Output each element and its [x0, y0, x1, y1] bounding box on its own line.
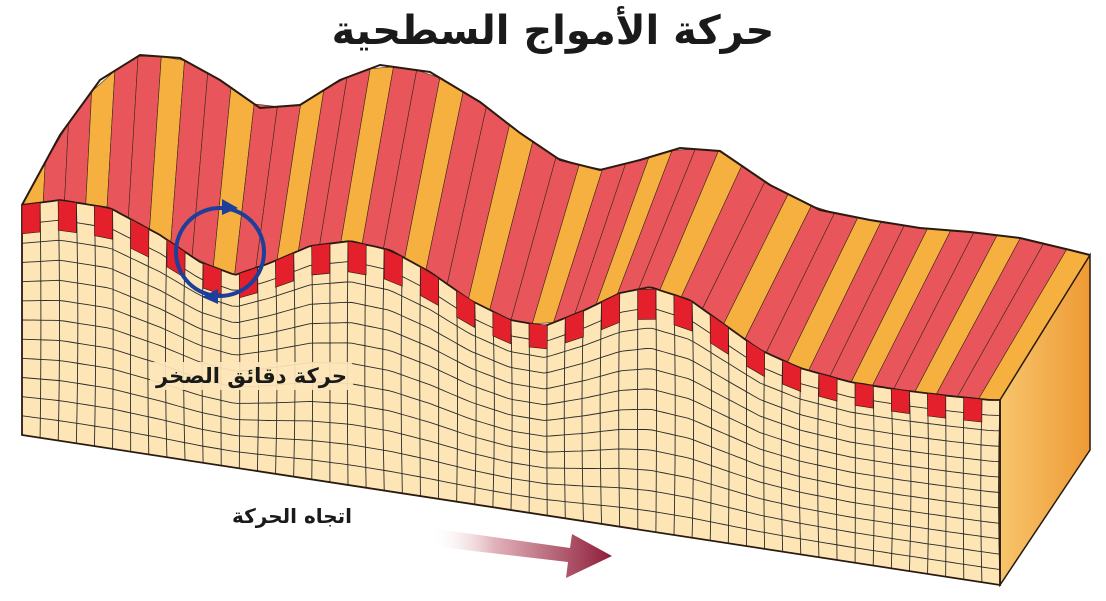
particle-mark [855, 383, 873, 408]
particle-mark [94, 206, 112, 240]
particle-mark [22, 203, 40, 234]
surface-strip [43, 123, 68, 202]
particle-mark [674, 295, 692, 331]
particle-mark [529, 323, 547, 349]
particle-mark [928, 393, 946, 418]
diagram-title: حركة الأمواج السطحية [0, 8, 1106, 54]
particle-mark [819, 373, 837, 401]
particle-mark [891, 389, 909, 414]
direction-arrow-shape [430, 528, 612, 578]
particle-motion-label: حركة دقائق الصخر [150, 362, 353, 390]
particle-mark [58, 200, 76, 232]
particle-mark [638, 289, 656, 320]
particle-mark [348, 241, 366, 275]
direction-arrow-icon [430, 528, 612, 578]
particle-mark [964, 397, 982, 422]
direction-label: اتجاه الحركة [232, 504, 352, 528]
particle-mark [312, 244, 330, 275]
